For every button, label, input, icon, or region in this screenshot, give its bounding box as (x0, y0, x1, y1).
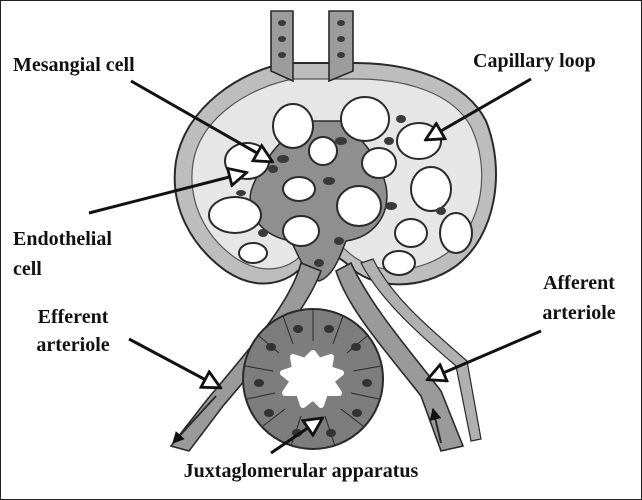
capillary-loops (208, 96, 473, 276)
pointer-jga (270, 419, 321, 455)
urinary-pole-tubule (270, 10, 354, 83)
glomerular-nuclei (236, 115, 446, 267)
pointer-mesangial (130, 79, 271, 161)
flow-arrows (172, 395, 442, 444)
label-endothelial-line1: Endothelial (13, 228, 112, 250)
label-efferent-line2: arteriole (36, 334, 110, 356)
label-afferent-line1: Afferent (543, 272, 615, 294)
label-endothelial-line2: cell (13, 258, 42, 280)
pointer-afferent (429, 329, 542, 379)
label-afferent-line2: arteriole (542, 302, 616, 324)
afferent-arteriole-wall (360, 258, 482, 442)
label-mesangial-cell: Mesangial cell (13, 54, 135, 76)
pointer-capillary (427, 77, 532, 139)
jga-nuclei (254, 325, 372, 437)
label-pointers (88, 77, 542, 455)
label-efferent-line1: Efferent (37, 306, 109, 328)
pointer-efferent (128, 337, 219, 387)
label-capillary-loop: Capillary loop (473, 50, 596, 72)
label-juxtaglomerular-apparatus: Juxtaglomerular apparatus (183, 460, 419, 482)
jga-lumen (280, 350, 344, 408)
tubule-nuclei (278, 20, 345, 58)
afferent-arteriole (335, 261, 465, 452)
pointer-endothelial (88, 173, 245, 215)
